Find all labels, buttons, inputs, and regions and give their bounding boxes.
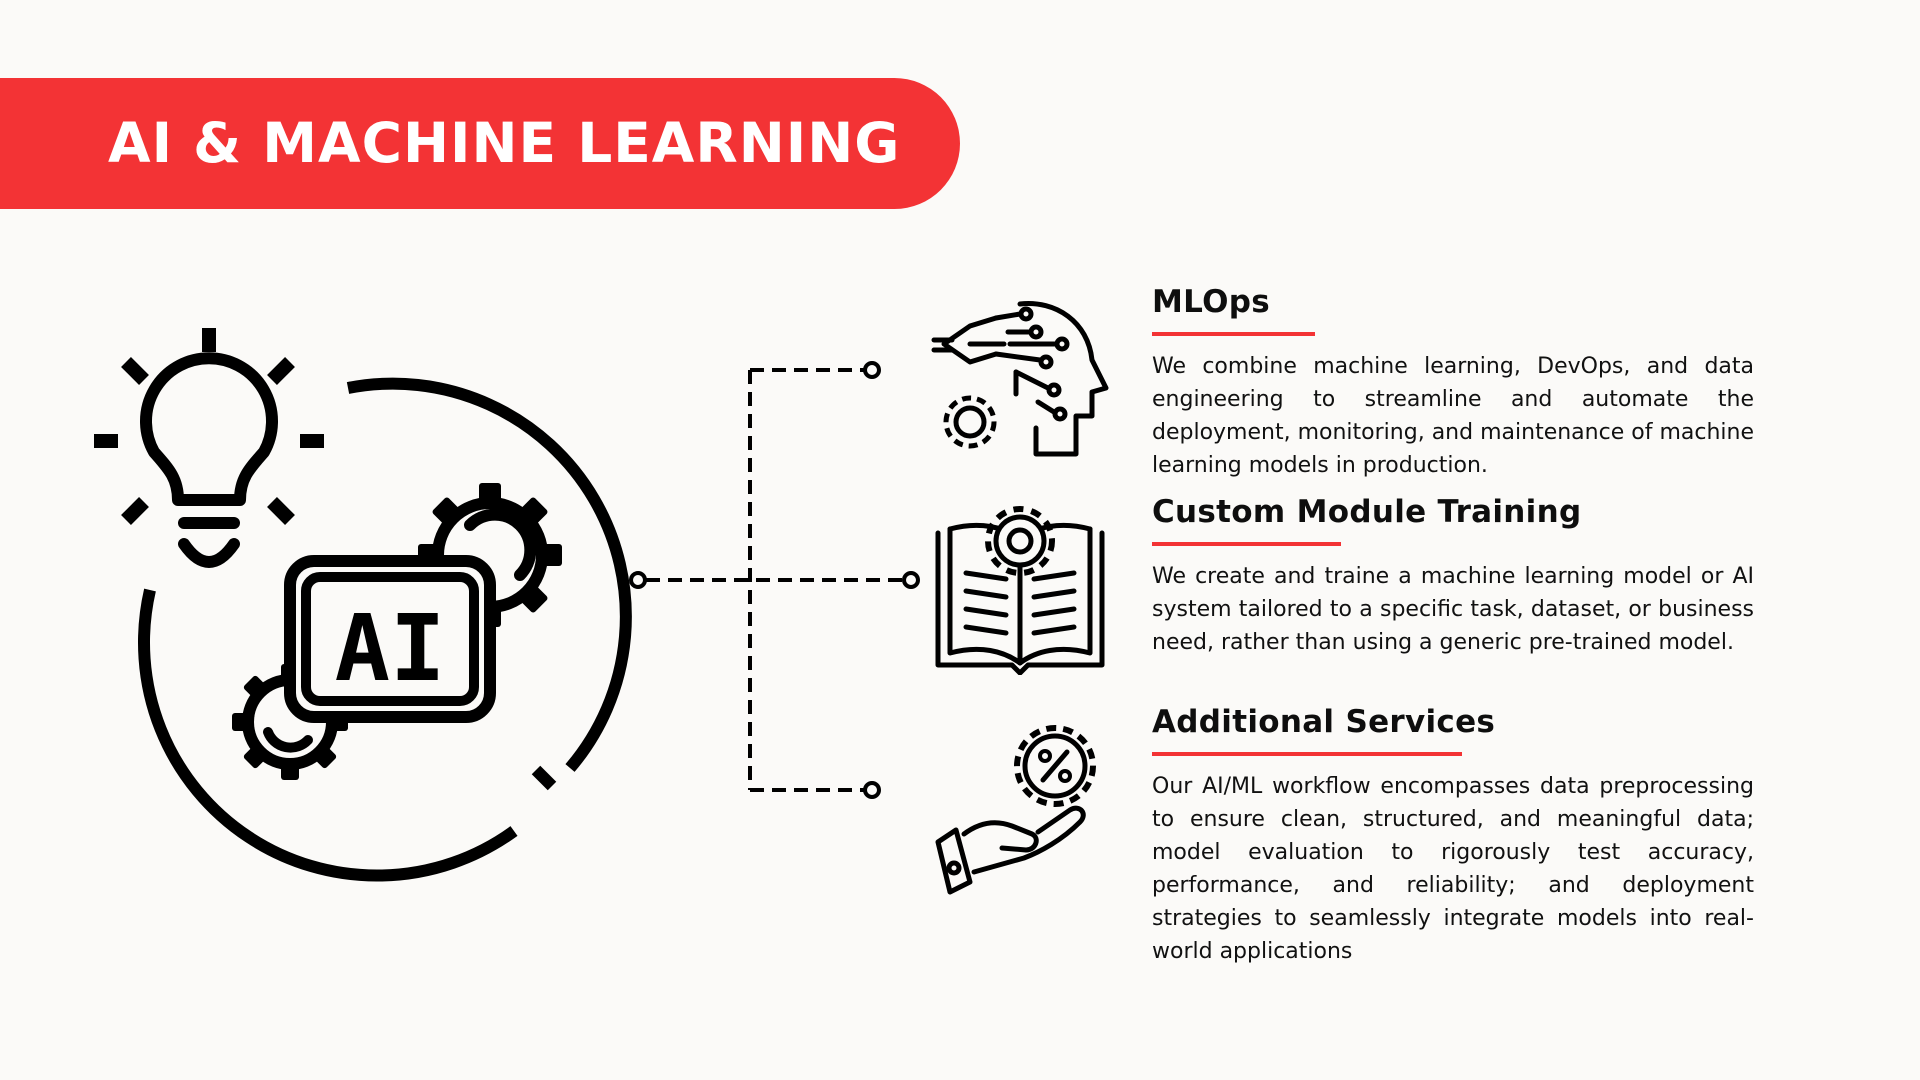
book-gear-icon — [935, 506, 1105, 675]
ai-chip-icon: AI — [284, 555, 496, 723]
connector-lines — [646, 368, 903, 792]
hero-circle — [138, 377, 632, 882]
section-mlops: MLOps We combine machine learning, DevOp… — [1152, 282, 1754, 482]
section-body: We create and traine a machine learning … — [1152, 564, 1754, 655]
section-body: We combine machine learning, DevOps, and… — [1152, 354, 1754, 478]
section-underline — [1152, 752, 1462, 756]
section-additional-services: Additional Services Our AI/ML workflow e… — [1152, 702, 1754, 968]
section-title: Custom Module Training — [1152, 494, 1582, 530]
circuit-head-icon — [931, 301, 1109, 457]
section-underline — [1152, 542, 1341, 546]
page-title: AI & MACHINE LEARNING — [108, 111, 901, 175]
hand-discount-icon — [935, 725, 1096, 895]
lightbulb-icon — [140, 352, 278, 568]
connector-nodes — [629, 361, 920, 799]
section-title: MLOps — [1152, 284, 1270, 320]
ai-badge-text: AI — [335, 595, 446, 702]
section-underline — [1152, 332, 1315, 336]
section-custom-module-training: Custom Module Training We create and tra… — [1152, 492, 1754, 659]
section-body: Our AI/ML workflow encompasses data prep… — [1152, 774, 1754, 964]
section-title: Additional Services — [1152, 704, 1496, 740]
bulb-rays-icon — [94, 328, 324, 525]
header-banner: AI & MACHINE LEARNING — [0, 78, 960, 209]
